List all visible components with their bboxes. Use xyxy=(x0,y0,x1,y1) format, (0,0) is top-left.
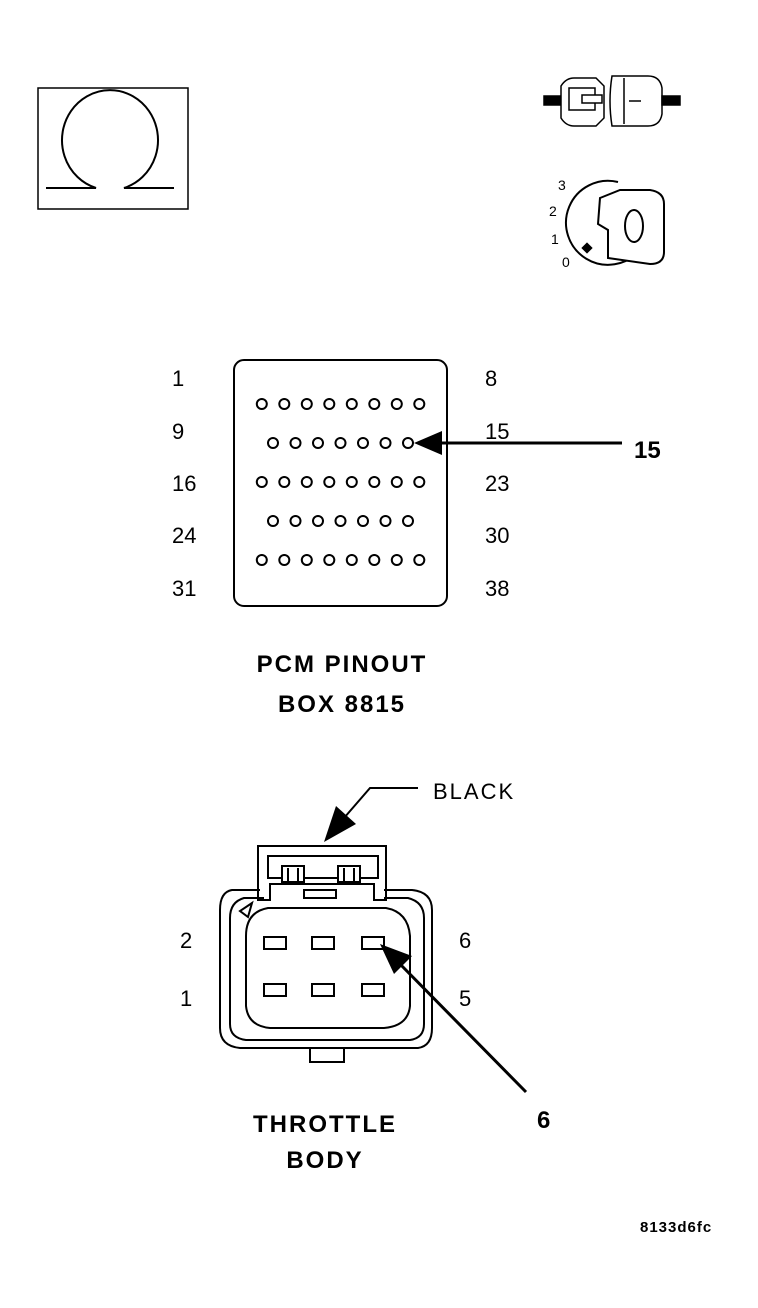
pcm-pin-33 xyxy=(300,554,313,566)
pcm-label-38: 38 xyxy=(485,576,509,601)
ignition-position-1: 1 xyxy=(551,231,559,247)
pcm-pin-37 xyxy=(390,554,403,566)
pcm-connector xyxy=(233,359,448,607)
pcm-label-31: 31 xyxy=(172,576,196,601)
pcm-pin-grid xyxy=(255,398,426,566)
pcm-pin-34 xyxy=(323,554,336,566)
figure-id: 8133d6fc xyxy=(640,1219,712,1236)
pcm-pin-19 xyxy=(323,476,336,488)
pcm-pin-20 xyxy=(345,476,358,488)
pcm-pin-16 xyxy=(255,476,268,488)
pcm-pin-3 xyxy=(300,398,313,410)
throttle-label-6: 6 xyxy=(459,928,471,953)
pcm-pin-27 xyxy=(334,515,347,527)
throttle-color-leader xyxy=(324,787,418,842)
pcm-pin-29 xyxy=(379,515,392,527)
ignition-key-icon: 3 2 1 0 xyxy=(549,177,665,270)
pcm-callout-arrow xyxy=(414,431,622,455)
pcm-label-30: 30 xyxy=(485,523,509,548)
pcm-pin-12 xyxy=(334,437,347,449)
pcm-pin-5 xyxy=(345,398,358,410)
pcm-label-24: 24 xyxy=(172,523,196,548)
pcm-pin-9 xyxy=(267,437,279,449)
pcm-pin-30 xyxy=(402,515,414,527)
throttle-callout-arrow xyxy=(380,944,528,1094)
pcm-pin-4 xyxy=(323,398,336,410)
pcm-pin-25 xyxy=(289,515,302,527)
disconnected-connector-icon xyxy=(543,75,681,127)
pcm-pin-14 xyxy=(379,437,392,449)
pcm-title-line1: PCM PINOUT xyxy=(257,651,428,678)
pcm-pin-32 xyxy=(278,554,291,566)
throttle-label-5: 5 xyxy=(459,986,471,1011)
pcm-pin-8 xyxy=(413,398,426,410)
pcm-pin-21 xyxy=(368,476,381,488)
pcm-label-23: 23 xyxy=(485,471,509,496)
pcm-label-16: 16 xyxy=(172,471,196,496)
pcm-pin-15 xyxy=(402,437,414,449)
pcm-pin-28 xyxy=(357,515,369,527)
pcm-callout-label: 15 xyxy=(634,437,661,464)
ohmmeter-icon xyxy=(37,87,189,210)
throttle-color-label: BLACK xyxy=(433,779,515,804)
pcm-title-line2: BOX 8815 xyxy=(278,691,406,718)
pcm-pin-13 xyxy=(357,437,369,449)
pcm-right-pin-labels: 8 15 23 30 38 xyxy=(485,366,509,601)
pcm-pin-31 xyxy=(255,554,268,566)
pcm-pin-35 xyxy=(345,554,358,566)
pcm-pin-11 xyxy=(312,437,324,449)
ignition-position-3: 3 xyxy=(558,177,566,193)
pcm-left-pin-labels: 1 9 16 24 31 xyxy=(172,366,196,601)
throttle-left-pin-labels: 2 1 xyxy=(180,928,192,1011)
throttle-label-2: 2 xyxy=(180,928,192,953)
pcm-pin-18 xyxy=(300,476,313,488)
ignition-position-2: 2 xyxy=(549,203,557,219)
pcm-pin-7 xyxy=(390,398,403,410)
pcm-pin-2 xyxy=(278,398,291,410)
pcm-label-9: 9 xyxy=(172,419,184,444)
pcm-pin-6 xyxy=(368,398,381,410)
pcm-pin-17 xyxy=(278,476,291,488)
pcm-pin-23 xyxy=(413,476,426,488)
pcm-label-1: 1 xyxy=(172,366,184,391)
pcm-pin-10 xyxy=(289,437,302,449)
pcm-label-8: 8 xyxy=(485,366,497,391)
throttle-title-line2: BODY xyxy=(286,1147,363,1174)
pcm-pin-22 xyxy=(390,476,403,488)
throttle-right-pin-labels: 6 5 xyxy=(459,928,471,1011)
pcm-pin-1 xyxy=(255,398,268,410)
pcm-pin-24 xyxy=(267,515,279,527)
throttle-body-connector xyxy=(219,845,433,1063)
throttle-callout-label: 6 xyxy=(537,1107,550,1134)
pcm-pin-26 xyxy=(312,515,324,527)
throttle-label-1: 1 xyxy=(180,986,192,1011)
pcm-pin-36 xyxy=(368,554,381,566)
ignition-position-0: 0 xyxy=(562,254,570,270)
throttle-title-line1: THROTTLE xyxy=(253,1111,397,1138)
pcm-label-15: 15 xyxy=(485,419,509,444)
pcm-pin-38 xyxy=(413,554,426,566)
